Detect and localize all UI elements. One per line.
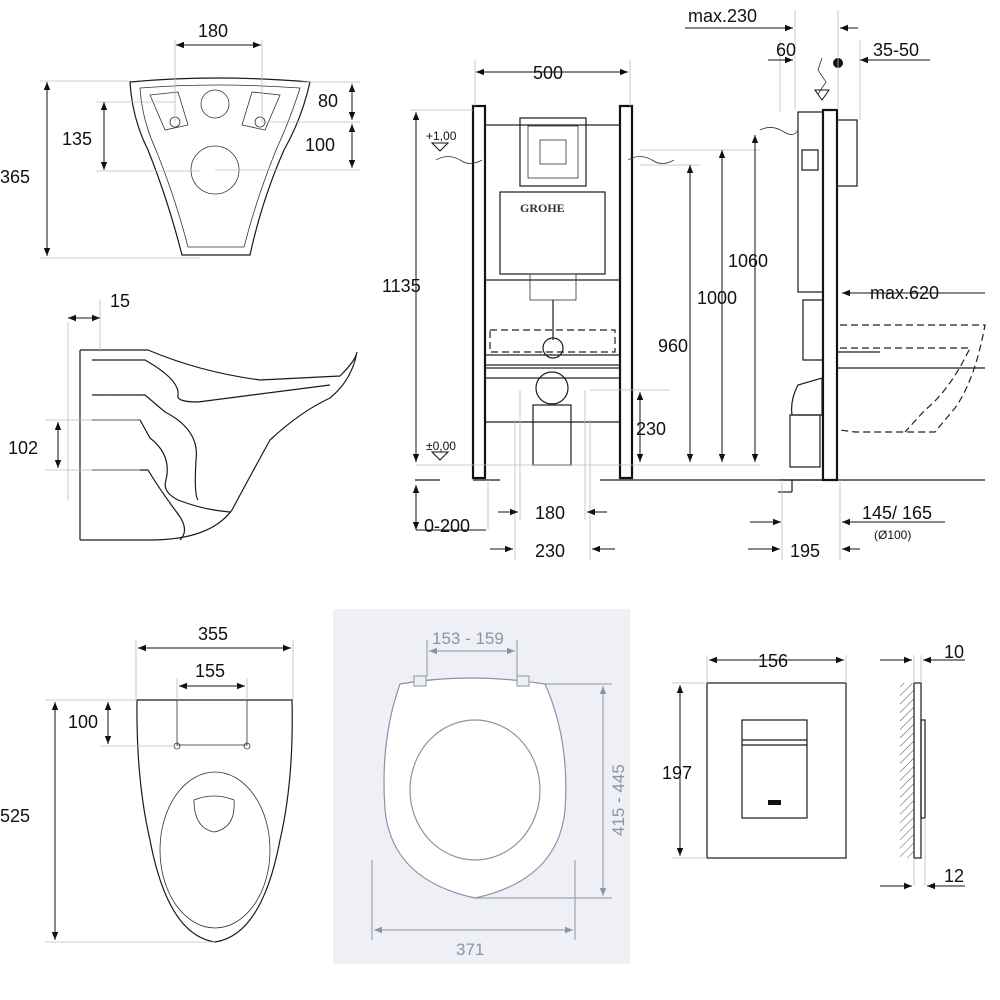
flush-plate-front: 156 197 [662, 651, 847, 859]
flush-plate-side: 10 12 [880, 642, 965, 890]
dim-180-bowl: 180 [198, 21, 228, 41]
dim-195: 195 [790, 541, 820, 561]
dim-102: 102 [8, 438, 38, 458]
dim-415-445: 415 - 445 [609, 764, 628, 836]
dim-156: 156 [758, 651, 788, 671]
dim-145-165: 145/ 165 [862, 503, 932, 523]
dim-60: 60 [776, 40, 796, 60]
dim-80: 80 [318, 91, 338, 111]
bowl-plan-view: 355 155 100 525 [0, 624, 294, 943]
dim-1135: 1135 [382, 276, 421, 296]
dim-10: 10 [944, 642, 964, 662]
dim-100-plan: 100 [68, 712, 98, 732]
dim-180-frame: 180 [535, 503, 565, 523]
seat-panel: 153 - 159 371 415 - 445 [333, 609, 630, 964]
dim-500: 500 [533, 63, 563, 83]
dim-153-159: 153 - 159 [432, 629, 504, 648]
level-top-label: +1,00 [426, 129, 457, 143]
bowl-side-section: 15 102 [8, 291, 358, 541]
dim-100-bowl: 100 [305, 135, 335, 155]
dim-max230: max.230 [688, 6, 757, 26]
dim-197: 197 [662, 763, 692, 783]
dim-1000: 1000 [697, 288, 737, 308]
level-zero-label: ±0,00 [426, 439, 456, 453]
dim-230-horizontal: 230 [535, 541, 565, 561]
frame-front-view: GROHE [382, 60, 985, 561]
dim-230-vertical: 230 [636, 419, 666, 439]
dim-0-200: 0-200 [424, 516, 470, 536]
dim-1060: 1060 [728, 251, 768, 271]
bowl-top-view: 180 365 135 80 100 [0, 21, 360, 259]
dim-155: 155 [195, 661, 225, 681]
frame-side-view: max.230 60 35-50 max.620 145/ 165 (Ø100)… [685, 6, 986, 561]
dim-35-50: 35-50 [873, 40, 919, 60]
dim-960: 960 [658, 336, 688, 356]
dim-355: 355 [198, 624, 228, 644]
dim-15: 15 [110, 291, 130, 311]
dim-135: 135 [62, 129, 92, 149]
dim-max620: max.620 [870, 283, 939, 303]
dim-525: 525 [0, 806, 30, 826]
dim-365: 365 [0, 167, 30, 187]
grohe-logo: GROHE [520, 201, 565, 215]
dim-371: 371 [456, 940, 484, 959]
dim-12: 12 [944, 866, 964, 886]
dim-d100: (Ø100) [874, 528, 911, 542]
